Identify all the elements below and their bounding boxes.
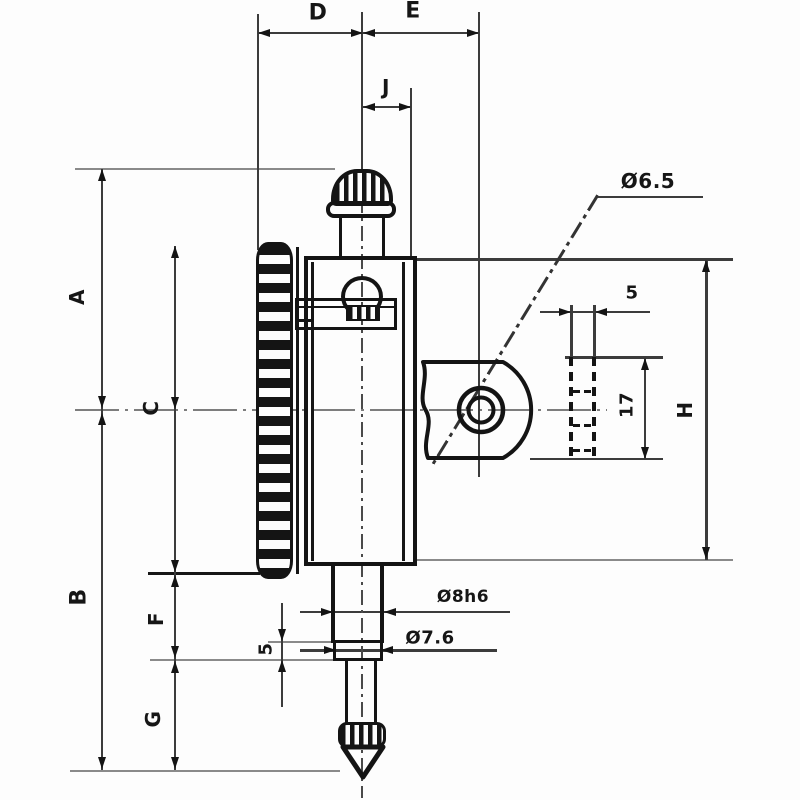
dim-label-j: J xyxy=(382,75,390,99)
arrowhead xyxy=(381,645,393,654)
arrowhead xyxy=(170,575,179,587)
stem xyxy=(331,566,384,643)
dim-label-g: G xyxy=(141,710,165,728)
dim-line-c-f-g xyxy=(174,246,176,770)
hidden-line-slot-rung-2 xyxy=(573,424,592,427)
cap-neck xyxy=(339,215,385,259)
arrowhead xyxy=(640,447,649,459)
ext-line-d-left xyxy=(257,14,259,250)
bezel-knurled-ring xyxy=(256,242,293,579)
arrowhead xyxy=(640,358,649,370)
centerline-horizontal xyxy=(75,409,607,411)
arrowhead xyxy=(97,413,106,425)
arrowhead xyxy=(384,607,396,616)
arrowhead xyxy=(559,307,571,316)
dim-line-step xyxy=(281,603,283,707)
ext-line-lug-bottom xyxy=(530,458,663,460)
dim-line-stem-dia xyxy=(300,611,510,613)
arrowhead xyxy=(170,397,179,409)
mounting-lug xyxy=(420,360,534,460)
arrowhead xyxy=(97,169,106,181)
centerline-vertical xyxy=(361,170,363,798)
arrowhead xyxy=(399,102,411,111)
lug-hole-outer xyxy=(456,385,506,435)
arrowhead xyxy=(170,560,179,572)
hidden-line-slot-right xyxy=(592,357,596,458)
arrowhead xyxy=(701,547,710,559)
ext-line-tip-bottom xyxy=(70,770,340,772)
ext-line-body-bottom-right xyxy=(417,559,733,561)
arrowhead xyxy=(351,28,363,37)
dim-label-a: A xyxy=(65,289,89,305)
arrowhead xyxy=(170,246,179,258)
arrowhead xyxy=(170,661,179,673)
arrowhead xyxy=(363,28,375,37)
contact-point-cone xyxy=(340,744,386,780)
ext-line-cap-top xyxy=(75,168,335,170)
stem-collar xyxy=(333,640,383,661)
dim-label-f: F xyxy=(144,611,168,627)
dim-label-tip-dia: Ø7.6 xyxy=(405,627,455,649)
ext-line-step-top xyxy=(268,641,336,643)
arrowhead xyxy=(701,260,710,272)
ext-line-body-top-right xyxy=(417,258,733,261)
dim-line-a-b xyxy=(101,169,103,770)
arrowhead xyxy=(321,607,333,616)
spindle xyxy=(345,659,377,725)
dim-label-d: D xyxy=(308,0,328,26)
lever-bar-left-tab xyxy=(295,298,314,322)
arrowhead xyxy=(170,646,179,658)
hidden-line-slot-rung-1 xyxy=(573,390,592,393)
ext-line-j-right xyxy=(410,88,412,260)
ext-line-center-top xyxy=(361,12,363,170)
lug-hole-inner xyxy=(466,395,496,425)
arrowhead xyxy=(97,757,106,769)
hidden-line-slot-rung-3 xyxy=(573,449,592,452)
ext-line-slot-right xyxy=(593,305,596,357)
ext-line-lug-top xyxy=(565,356,663,359)
indicator-body xyxy=(304,256,417,566)
ext-line-e-right-lug-axis xyxy=(478,12,480,477)
arrowhead xyxy=(467,28,479,37)
dim-label-slot-depth: 17 xyxy=(616,391,638,419)
lever-knob-knurl xyxy=(346,305,380,321)
arrowhead xyxy=(363,102,375,111)
arrowhead xyxy=(97,396,106,408)
arrowhead xyxy=(324,645,336,654)
arrowhead xyxy=(277,660,286,672)
dim-label-c: C xyxy=(139,400,163,416)
dim-line-slot-depth xyxy=(644,357,646,459)
arrowhead xyxy=(170,757,179,769)
ext-line-step-bottom xyxy=(150,659,346,661)
arrowhead xyxy=(595,307,607,316)
dim-label-e: E xyxy=(405,0,421,24)
dim-label-step-height: 5 xyxy=(255,642,277,656)
arrowhead xyxy=(258,28,270,37)
bezel-rim-line xyxy=(296,247,299,574)
dim-line-j xyxy=(362,106,411,108)
dim-label-hole-dia: Ø6.5 xyxy=(620,169,676,193)
dim-label-slot-width: 5 xyxy=(625,282,639,304)
dim-line-tip-dia xyxy=(300,649,497,652)
body-inner-line-right xyxy=(402,262,405,561)
hidden-line-slot-left xyxy=(569,357,573,458)
ext-line-body-bottom-left xyxy=(148,572,260,575)
arrowhead xyxy=(277,629,286,641)
cap-flange xyxy=(326,201,396,218)
dim-line-h xyxy=(705,259,708,560)
leader-underline-hole xyxy=(597,196,703,198)
dim-label-b: B xyxy=(66,588,92,606)
body-inner-line-left xyxy=(311,262,314,561)
ext-line-slot-left xyxy=(570,305,573,357)
dim-label-h: H xyxy=(673,401,697,419)
dim-label-stem-dia: Ø8h6 xyxy=(436,587,490,607)
